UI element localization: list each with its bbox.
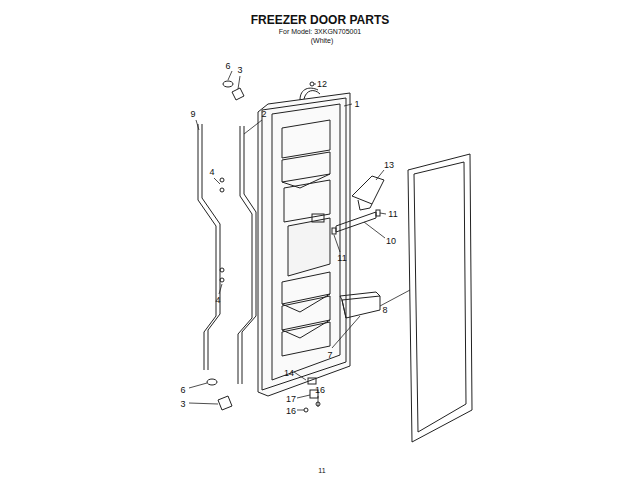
callout-number: 2 xyxy=(261,110,266,119)
callout-number: 6 xyxy=(225,62,230,71)
callout-number: 11 xyxy=(337,254,346,263)
diagram-title: FREEZER DOOR PARTS xyxy=(251,14,389,26)
callout-number: 17 xyxy=(286,395,296,404)
model-note: (White) xyxy=(311,37,334,44)
callout-number: 8 xyxy=(382,306,387,315)
callout-number: 4 xyxy=(209,168,214,177)
callout-number: 11 xyxy=(388,210,397,219)
callout-number: 1 xyxy=(354,100,359,109)
callout-number: 13 xyxy=(384,161,394,170)
callout-number: 14 xyxy=(284,369,294,378)
callout-number: 16 xyxy=(286,407,296,416)
callout-number: 3 xyxy=(180,400,185,409)
page-number: 11 xyxy=(318,467,325,474)
callout-number: 9 xyxy=(190,110,195,119)
callout-number: 7 xyxy=(327,351,332,360)
model-note: For Model: 3XKGN705001 xyxy=(279,28,362,35)
callout-number: 4 xyxy=(215,296,220,305)
callout-number: 12 xyxy=(317,80,327,89)
callout-number: 16 xyxy=(315,386,325,395)
callout-number: 6 xyxy=(180,386,185,395)
callout-number: 10 xyxy=(386,237,396,246)
callout-number: 3 xyxy=(237,66,242,75)
